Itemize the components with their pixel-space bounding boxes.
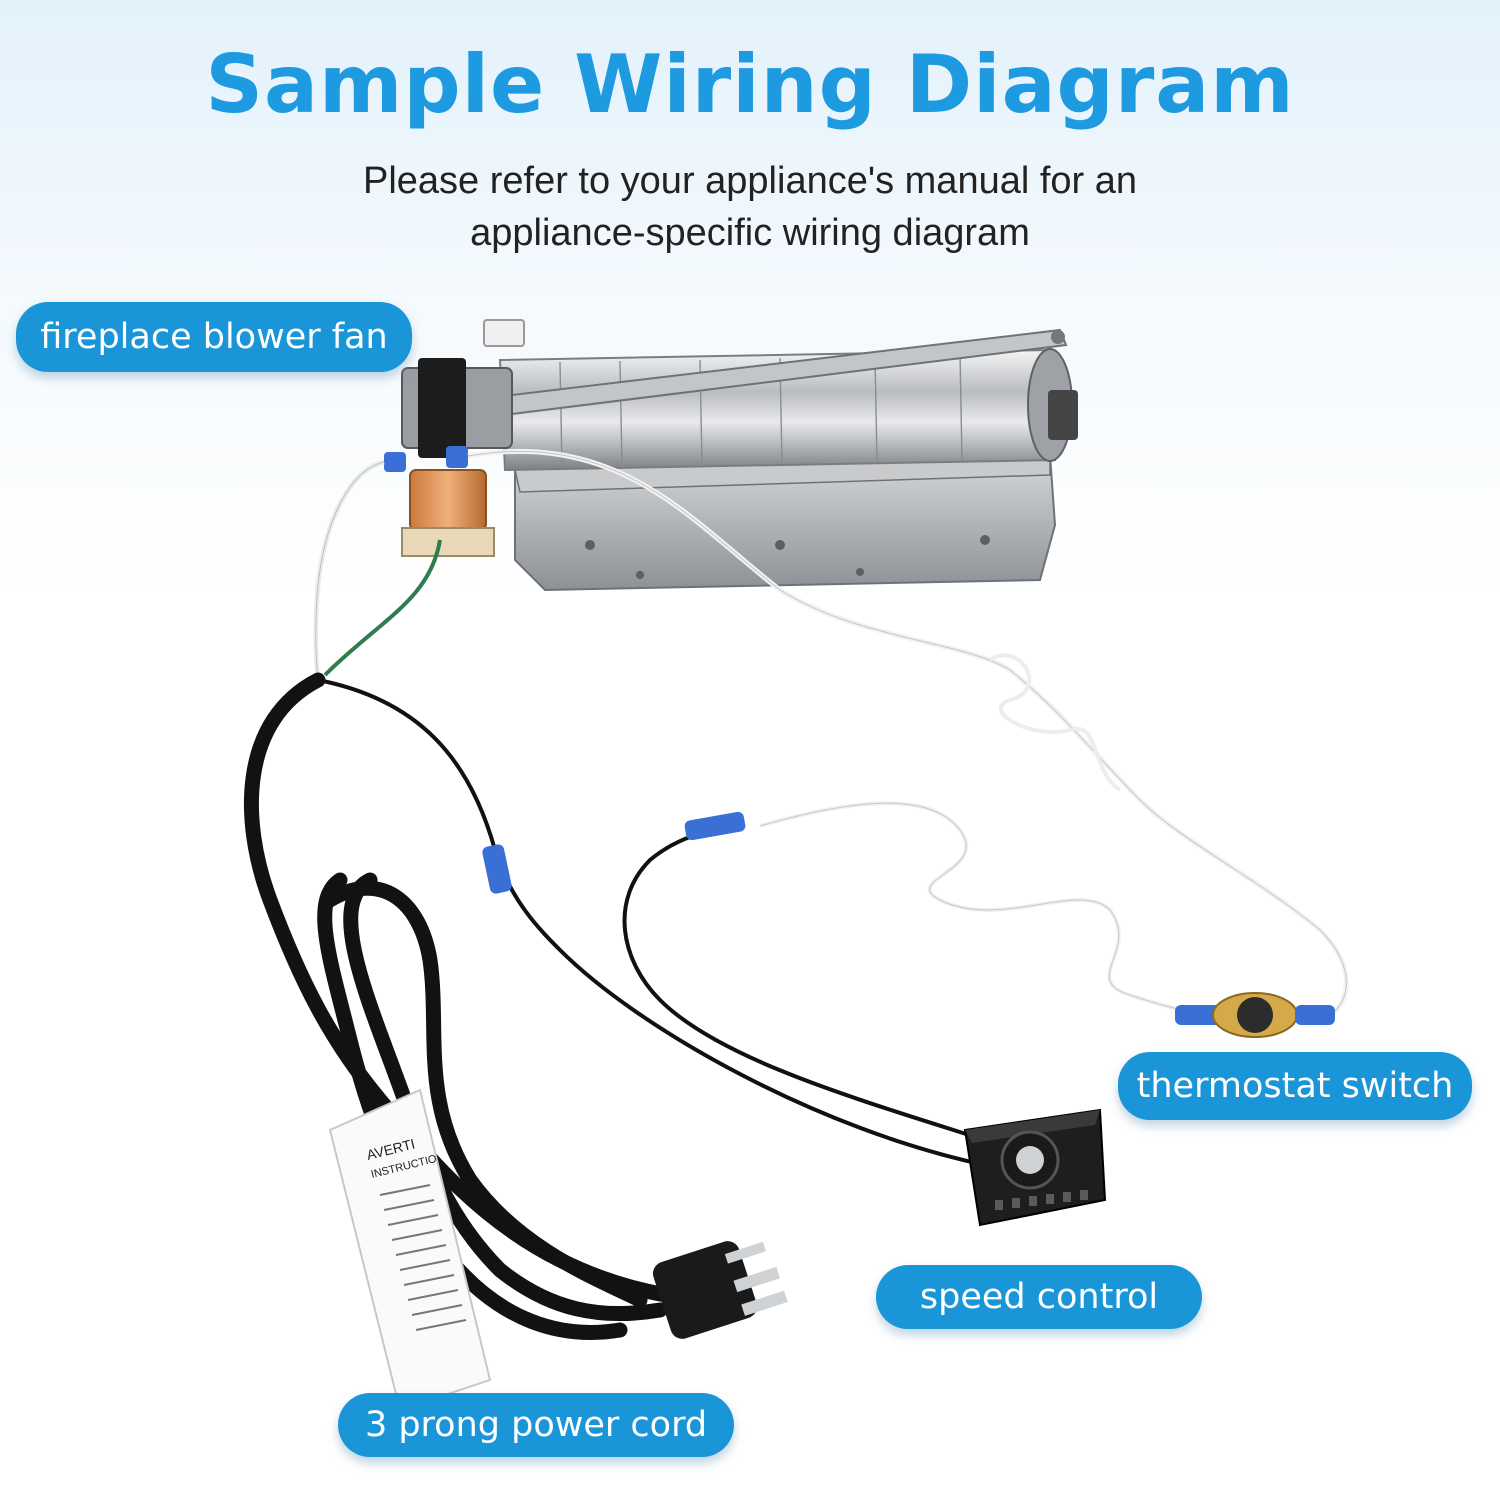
label-thermostat-switch: thermostat switch — [1118, 1052, 1472, 1120]
housing-holes — [585, 535, 990, 579]
warning-tag: AVERTI INSTRUCTIO — [328, 1088, 492, 1412]
white-wire-speed-thermostat — [759, 801, 1206, 1017]
white-wire-coil — [988, 653, 1122, 792]
blower-fan — [384, 319, 1078, 592]
black-wire-speed-out — [622, 824, 986, 1142]
subtitle-line-1: Please refer to your appliance's manual … — [362, 160, 1138, 202]
inline-connector-cord — [482, 844, 512, 894]
page-subtitle: Please refer to your appliance's manual … — [0, 155, 1500, 259]
fan-bracket-bolt — [1051, 330, 1065, 344]
speed-control-vents — [995, 1190, 1088, 1210]
motor-terminal — [483, 319, 525, 347]
label-blower-fan: fireplace blower fan — [16, 302, 412, 372]
label-power-cord: 3 prong power cord — [338, 1393, 734, 1457]
fan-end-bracket — [1048, 390, 1078, 440]
label-speed-control: speed control — [876, 1265, 1202, 1329]
speed-control-device — [963, 1108, 1107, 1227]
motor-connector-left — [384, 452, 406, 472]
motor-core — [418, 358, 466, 458]
subtitle-line-2: appliance-specific wiring diagram — [470, 212, 1030, 254]
motor-coil-base — [401, 527, 495, 557]
fan-drum-fins — [559, 353, 963, 469]
motor-coil — [409, 469, 487, 531]
inline-connector-speed — [684, 811, 746, 841]
power-cord — [244, 672, 728, 1340]
page-title: Sample Wiring Diagram — [205, 38, 1295, 131]
green-ground-wire — [323, 539, 442, 677]
white-wire-motor-left — [313, 459, 385, 681]
motor-connector-right — [446, 446, 468, 468]
black-wire-cord-to-speed — [317, 678, 986, 1167]
power-plug — [652, 1241, 788, 1339]
thermostat-switch — [1175, 992, 1335, 1038]
